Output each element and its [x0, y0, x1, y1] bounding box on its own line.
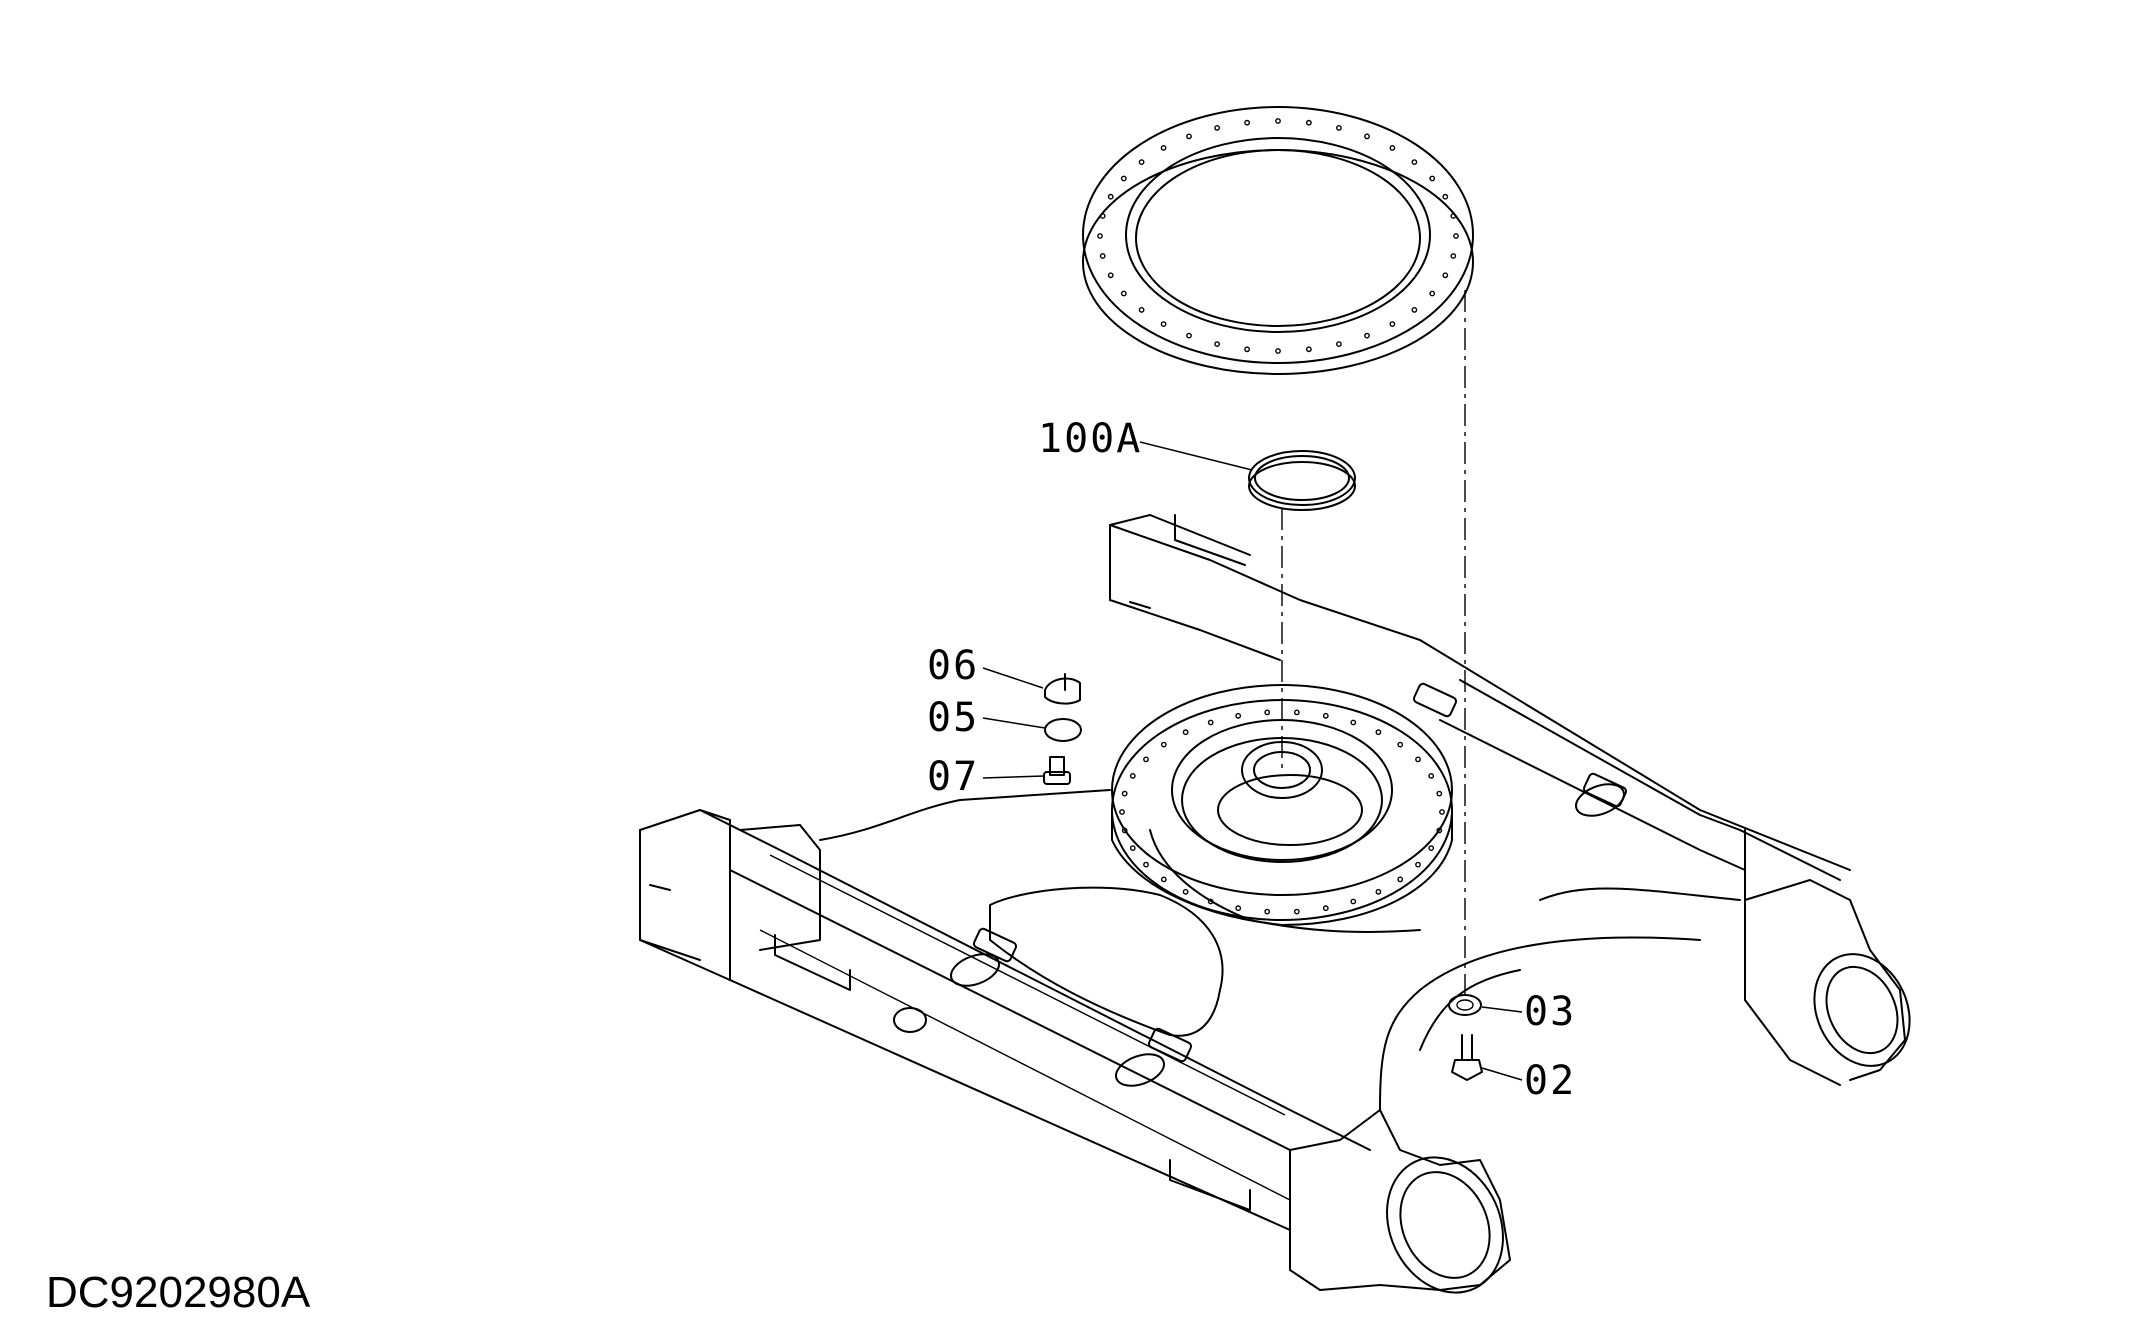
bolt-hole [1306, 346, 1312, 353]
bolt-hole [1428, 773, 1435, 779]
bolt-hole [1143, 756, 1149, 763]
bolt-hole [1129, 773, 1136, 779]
bolt-hole [1264, 709, 1271, 716]
hub-bolt-holes [1119, 709, 1445, 915]
center-hub [1111, 684, 1453, 926]
track-frame [639, 514, 1911, 1294]
bolt-hole [1428, 845, 1435, 851]
bolt-hole [1364, 133, 1370, 140]
callout-07: 07 [927, 754, 979, 800]
bolt-hole [1293, 908, 1300, 915]
bolt-hole [1186, 133, 1192, 140]
bolt-hole [1186, 332, 1192, 339]
bolt-hole [1450, 253, 1457, 259]
bolt-hole [1107, 272, 1114, 279]
bolt-hole [1322, 712, 1329, 719]
bolt-07 [1043, 756, 1071, 785]
bolt-hole [1415, 756, 1421, 763]
bolt-hole [1121, 790, 1128, 797]
bolt-hole [1429, 175, 1436, 182]
bolt-hole [1375, 888, 1382, 895]
leader-07 [982, 775, 1045, 779]
bolt-hole [1389, 321, 1396, 327]
bolt-hole [1264, 908, 1271, 915]
bolt-hole [1275, 118, 1281, 124]
bolt-hole [1350, 719, 1357, 726]
bolt-hole [1214, 125, 1221, 131]
leader-05 [982, 717, 1046, 729]
bolt-hole [1244, 119, 1251, 126]
bolt-hole [1450, 213, 1457, 219]
bolt-hole [1442, 193, 1449, 200]
leader-100A [1139, 441, 1253, 471]
bolt-hole [1415, 861, 1421, 868]
bolt-hole [1397, 741, 1404, 748]
bolt-hole [1207, 898, 1214, 905]
callout-02: 02 [1524, 1058, 1576, 1104]
callout-05: 05 [927, 695, 979, 741]
bolt-hole [1389, 144, 1396, 151]
callout-06: 06 [927, 643, 979, 689]
bolt-hole [1336, 125, 1342, 131]
swing-bearing-ring [1082, 106, 1474, 375]
bolt-hole [1129, 845, 1136, 851]
bolt-hole [1350, 898, 1357, 905]
bolt-hole [1182, 729, 1189, 736]
leader-02 [1481, 1067, 1523, 1081]
bolt-hole [1160, 144, 1167, 151]
bolt-hole [1119, 809, 1125, 815]
bolt-hole [1235, 712, 1242, 719]
bolt-hole [1097, 233, 1103, 239]
bolt-hole [1336, 341, 1342, 347]
bolt-hole [1138, 306, 1145, 313]
bolt-hole [1453, 233, 1459, 239]
bolt-hole [1207, 719, 1214, 726]
leader-03 [1481, 1006, 1523, 1013]
bolt-hole [1306, 119, 1312, 126]
bolt-hole [1244, 346, 1251, 353]
bolt-hole [1293, 709, 1300, 716]
bolt-hole [1429, 290, 1436, 297]
bolt-hole [1442, 272, 1449, 279]
bolt-hole [1411, 306, 1418, 313]
bolt-hole [1322, 905, 1329, 912]
bolt-hole [1160, 741, 1167, 748]
bolt-hole [1099, 253, 1106, 259]
bolt-hole [1121, 827, 1128, 834]
plate-05 [1044, 718, 1082, 742]
bolt-hole [1375, 729, 1382, 736]
bearing-bolt-holes [1097, 118, 1459, 354]
leader-06 [982, 667, 1044, 689]
bolt-hole [1160, 321, 1167, 327]
bolt-hole [1099, 213, 1106, 219]
bolt-hole [1436, 790, 1443, 797]
bolt-hole [1436, 827, 1443, 834]
seal-ring-100A [1248, 450, 1356, 511]
bolt-hole [1138, 159, 1145, 166]
bolt-hole [1120, 175, 1127, 182]
bolt-02 [1451, 1034, 1483, 1081]
callout-100A: 100A [1038, 416, 1142, 462]
bolt-hole [1107, 193, 1114, 200]
bolt-hole [1143, 861, 1149, 868]
bolt-hole [1439, 809, 1445, 815]
bolt-hole [1397, 876, 1404, 883]
plate-06 [1044, 673, 1081, 705]
bolt-hole [1160, 876, 1167, 883]
bolt-hole [1411, 159, 1418, 166]
drawing-id-label: DC9202980A [46, 1268, 311, 1317]
bolt-hole [1120, 290, 1127, 297]
bolt-hole [1235, 905, 1242, 912]
washer-03 [1448, 994, 1482, 1016]
bolt-hole [1182, 888, 1189, 895]
callout-03: 03 [1524, 989, 1576, 1035]
bolt-hole [1275, 348, 1281, 354]
bolt-hole [1364, 332, 1370, 339]
bolt-hole [1214, 341, 1221, 347]
